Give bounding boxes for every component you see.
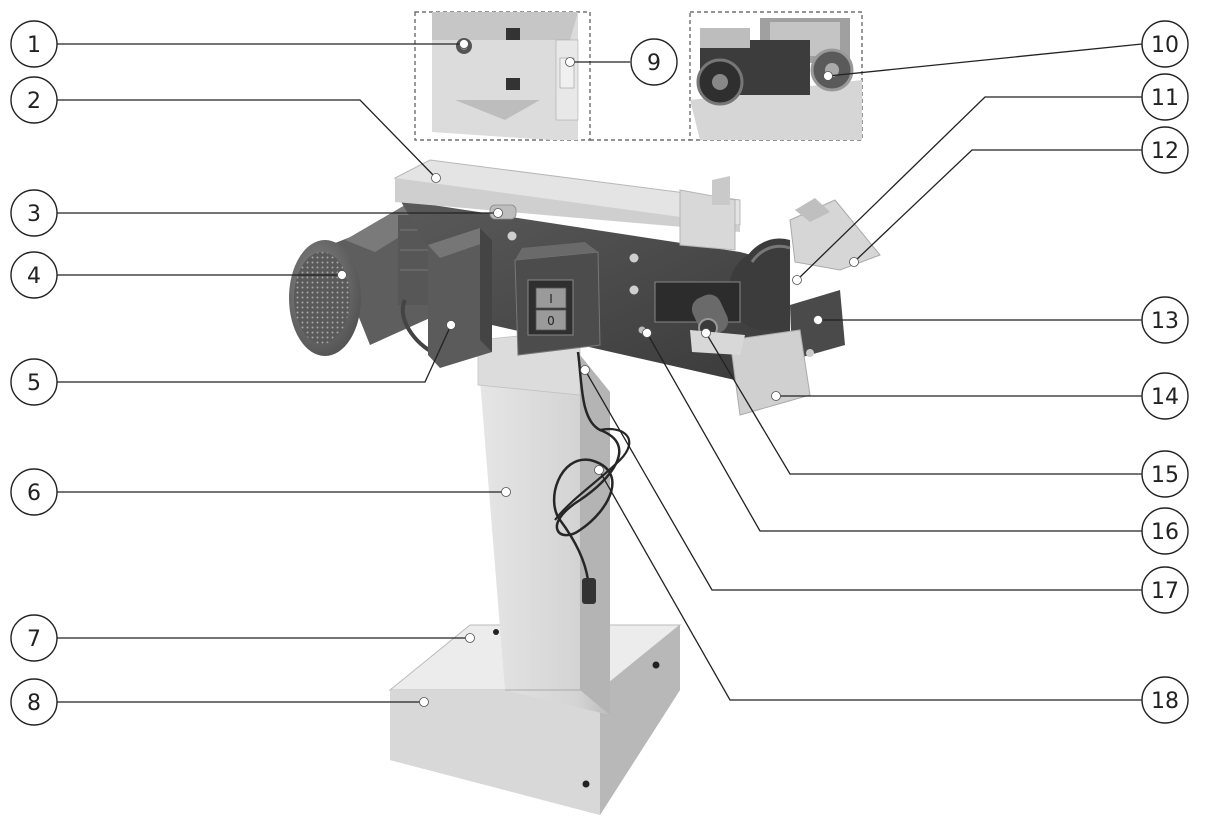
callout-10-number: 10 [1151,33,1179,58]
callout-5-number: 5 [27,371,41,396]
callout-14-number: 14 [1151,385,1179,410]
callout-1-number: 1 [27,33,41,58]
callout-9: 9 [630,38,678,86]
anchor-dots [337,39,859,707]
column [477,329,610,715]
callout-13: 13 [1141,296,1189,344]
callout-16-number: 16 [1151,520,1179,545]
belt-cover [394,159,741,251]
callout-3: 3 [10,189,58,237]
callout-15: 15 [1141,450,1189,498]
leader-lines [57,43,1143,703]
callout-8: 8 [10,678,58,726]
callout-5: 5 [10,358,58,406]
callout-8-number: 8 [27,691,41,716]
callout-9-number: 9 [647,51,661,76]
callout-18: 18 [1141,676,1189,724]
switch-off-label: 0 [547,314,555,328]
callout-17: 17 [1141,566,1189,614]
callout-2: 2 [10,76,58,124]
inset-left [414,11,591,141]
callout-1: 1 [10,20,58,68]
callout-2-number: 2 [27,89,41,114]
callout-6-number: 6 [27,481,41,506]
callout-13-number: 13 [1151,309,1179,334]
callout-14: 14 [1141,372,1189,420]
callout-18-number: 18 [1151,689,1179,714]
callout-15-number: 15 [1151,463,1179,488]
grinding-head [654,198,881,416]
callout-12: 12 [1141,126,1189,174]
callout-16: 16 [1141,507,1189,555]
callout-11: 11 [1141,73,1189,121]
callout-12-number: 12 [1151,139,1179,164]
callout-10: 10 [1141,20,1189,68]
inset-right [689,11,863,141]
callout-6: 6 [10,468,58,516]
callout-7: 7 [10,614,58,662]
callout-3-number: 3 [27,202,41,227]
switch-on-label: I [549,292,553,306]
junction-box [428,228,492,368]
callout-4-number: 4 [27,264,41,289]
callout-4: 4 [10,251,58,299]
callout-7-number: 7 [27,627,41,652]
callout-11-number: 11 [1151,86,1179,111]
switch-box: I 0 [514,242,601,356]
callout-17-number: 17 [1151,579,1179,604]
